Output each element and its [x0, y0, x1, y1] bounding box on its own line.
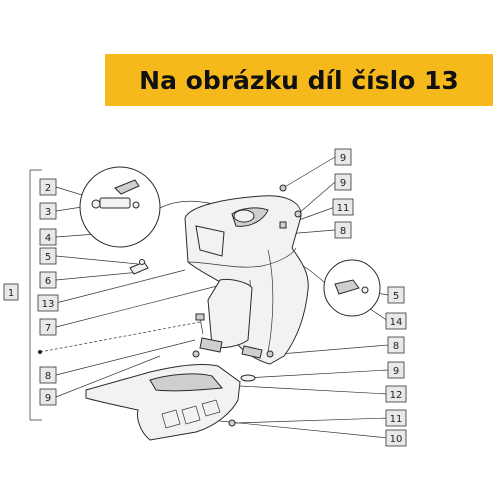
- callout-8-lower: 8: [387, 336, 405, 354]
- callout-6: 6: [39, 271, 57, 289]
- callout-5-left: 5: [39, 247, 57, 265]
- callout-8-upper-label: 8: [340, 226, 346, 237]
- callout-3-label: 3: [45, 207, 51, 218]
- reference-dot: [38, 350, 42, 354]
- callout-12: 12: [385, 385, 407, 403]
- callout-9-lower-label: 9: [393, 366, 399, 377]
- title-text: Na obrázku díl číslo 13: [139, 65, 459, 95]
- callout-2: 2: [39, 178, 57, 196]
- callout-1-label: 1: [8, 288, 14, 299]
- callout-13: 13: [37, 294, 59, 312]
- callout-5-right-label: 5: [393, 291, 399, 302]
- callout-1: 1: [3, 283, 19, 301]
- callout-9-left-label: 9: [45, 393, 51, 404]
- callout-11-lower: 11: [385, 409, 407, 427]
- callout-9-top: 9: [334, 148, 352, 166]
- callout-4-label: 4: [45, 233, 51, 244]
- callout-14-label: 14: [390, 317, 403, 328]
- callout-11-lower-label: 11: [390, 414, 403, 425]
- callout-14: 14: [385, 312, 407, 330]
- callout-9-lower: 9: [387, 361, 405, 379]
- leg-shield-part: [184, 195, 309, 365]
- main-bracket: [29, 169, 42, 421]
- callout-5-left-label: 5: [45, 252, 51, 263]
- callout-10-label: 10: [390, 434, 403, 445]
- callout-4: 4: [39, 228, 57, 246]
- callout-8-upper: 8: [334, 221, 352, 239]
- bracket-part: [129, 259, 149, 275]
- callout-9-upper: 9: [334, 173, 352, 191]
- callout-9-top-label: 9: [340, 153, 346, 164]
- callout-7: 7: [39, 318, 57, 336]
- callout-9-upper-label: 9: [340, 178, 346, 189]
- inner-panel: [199, 279, 263, 359]
- callout-8-lower-label: 8: [393, 341, 399, 352]
- floor-mat-part: [85, 363, 241, 441]
- callout-5-right: 5: [387, 286, 405, 304]
- callout-3: 3: [39, 202, 57, 220]
- callout-11-upper-label: 11: [337, 203, 350, 214]
- callout-10: 10: [385, 429, 407, 447]
- callout-2-label: 2: [45, 183, 51, 194]
- screw-part: [195, 313, 205, 335]
- callout-9-left: 9: [39, 388, 57, 406]
- callout-11-upper: 11: [332, 198, 354, 216]
- callout-7-label: 7: [45, 323, 51, 334]
- callout-12-label: 12: [390, 390, 403, 401]
- callout-8-left-label: 8: [45, 371, 51, 382]
- callout-6-label: 6: [45, 276, 51, 287]
- title-banner: Na obrázku díl číslo 13: [105, 54, 493, 106]
- callout-8-left: 8: [39, 366, 57, 384]
- callout-13-label: 13: [42, 299, 55, 310]
- detail-circle-right: [289, 259, 381, 317]
